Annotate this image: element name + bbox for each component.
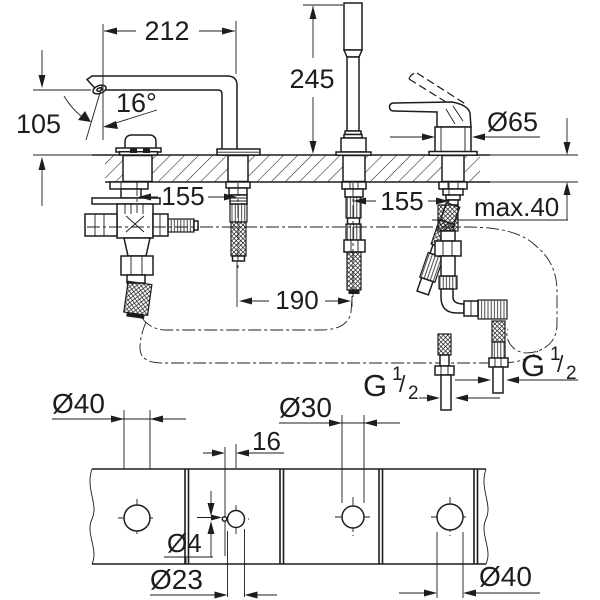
thread-label-left: G 1 / 2: [363, 364, 419, 404]
dim-mixer-body-dia: Ø65: [487, 107, 538, 137]
dim-shower-hole-dia: Ø30: [279, 392, 332, 423]
hole-spout: [226, 509, 246, 529]
dim-mixer-hole-dia: Ø40: [479, 561, 532, 592]
dim-spacing-center: 190: [275, 285, 318, 315]
thread-label-right: G 1 / 2: [521, 344, 577, 384]
dim-hole1-dia: Ø40: [52, 388, 105, 419]
dim-shower-height: 245: [289, 64, 334, 94]
thread-numerator: 1: [392, 364, 403, 385]
dim-spout-height: 105: [16, 109, 61, 139]
dim-spacing-left: 155: [161, 181, 204, 211]
hand-shower: [335, 2, 372, 294]
dim-spout-reach: 212: [144, 16, 189, 46]
thread-slash: /: [399, 371, 406, 397]
dim-pin-hole-dia: Ø4: [167, 528, 202, 558]
hole-centerlines: [87, 183, 450, 297]
hole-shower: [341, 505, 365, 529]
thread-letter: G: [521, 348, 545, 383]
dim-pin-offset: 16: [252, 426, 281, 456]
thread-letter: G: [363, 368, 387, 403]
hole-diverter: [123, 504, 151, 532]
hole-mixer: [436, 503, 464, 531]
dim-spacing-right: 155: [380, 186, 423, 216]
thread-denominator: 2: [566, 363, 577, 384]
dimension-annotations: 212 16° 105 245 Ø65 155 155 190 max.40: [16, 4, 578, 404]
thread-numerator: 1: [550, 344, 561, 365]
hole-pin: [221, 516, 228, 522]
dim-spout-angle: 16°: [116, 88, 157, 118]
diverter-valve: [84, 134, 199, 319]
thread-denominator: 2: [408, 383, 419, 404]
dim-deck-thickness: max.40: [474, 192, 559, 222]
mounting-deck-section: [33, 154, 578, 183]
dim-spout-hole-dia: Ø23: [150, 564, 203, 595]
plan-view-drilling-template: Ø40 Ø30 16 Ø4 Ø23 Ø40: [52, 388, 540, 599]
thread-slash: /: [557, 351, 564, 377]
mixer-handle: [388, 72, 509, 411]
